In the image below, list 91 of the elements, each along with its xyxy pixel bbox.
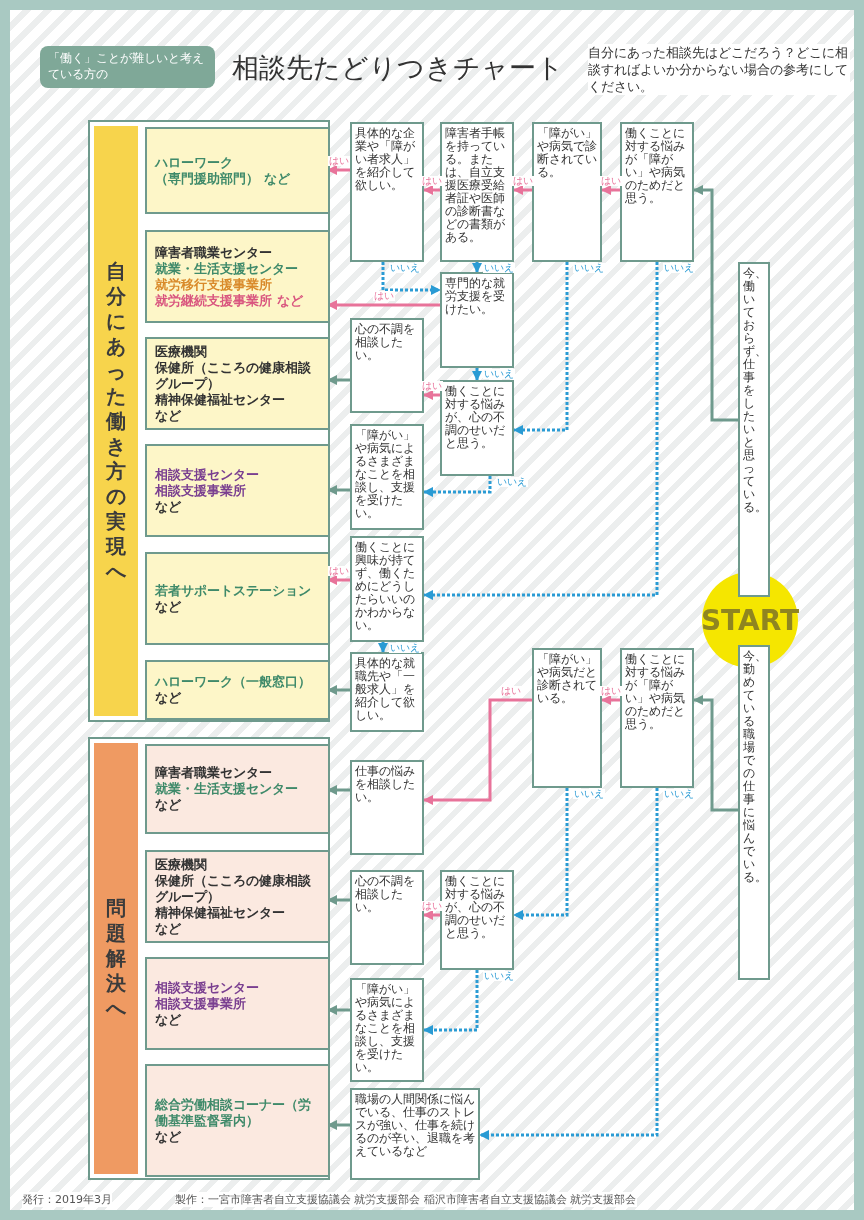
organization-name: 医療機関 [155, 343, 208, 360]
organization-name: 相談支援事業所 [155, 482, 247, 499]
consultation-box [145, 444, 330, 537]
question-box: 具体的な就職先や「一般求人」を紹介して欲しい。 [350, 652, 424, 732]
arrow [471, 368, 483, 382]
consultation-box [145, 850, 330, 943]
organization-name: 医療機関 [155, 856, 208, 873]
edge-label: いいえ [389, 643, 421, 653]
category-heading: 自分にあった働き方の実現へ [105, 258, 127, 584]
question-box: 仕事の悩みを相談したい。 [350, 760, 424, 855]
question-box: 今、勤めている職場での仕事に悩んでいる。 [738, 645, 770, 980]
organization-name: ハローワーク（一般窓口） [155, 674, 312, 690]
consultation-box [145, 957, 330, 1050]
edge-label: はい [328, 566, 350, 576]
question-box: 働くことに対する悩みが、心の不調のせいだと思う。 [440, 870, 514, 970]
question-box: 「障がい」や病気によるさまざまなことを相談し、支援を受けたい。 [350, 424, 424, 530]
organization-name: （専門援助部門） など [155, 170, 291, 187]
speech-bubble: 「働く」ことが難しいと考えている方の [40, 46, 215, 88]
organization-name: 就業・生活支援センター [155, 781, 299, 797]
category-heading: 問題解決へ [105, 896, 127, 1021]
organization-name: など [155, 797, 182, 813]
footer-text: 発行：2019年3月 [22, 1192, 112, 1207]
footer-text: 製作：一宮市障害者自立支援協議会 就労支援部会 稲沢市障害者自立支援協議会 就労支援部会 [175, 1192, 637, 1207]
consultation-box [145, 744, 330, 834]
edge-label: いいえ [389, 263, 421, 273]
organization-name: 相談支援事業所 [155, 995, 247, 1012]
edge-label: はい [328, 156, 350, 166]
organization-name: 就労継続支援事業所 など [155, 292, 304, 309]
question-box: 働くことに対する悩みが「障がい」や病気のためだと思う。 [620, 648, 694, 788]
organization-name: 保健所（こころの健康相談グループ） [155, 872, 312, 905]
organization-name: 保健所（こころの健康相談グループ） [155, 359, 312, 392]
arrow [381, 262, 442, 296]
edge-label: いいえ [663, 263, 695, 273]
edge-label: はい [373, 291, 395, 301]
edge-label: はい [421, 176, 443, 186]
question-box: 「障がい」や病気によるさまざまなことを相談し、支援を受けたい。 [350, 978, 424, 1082]
organization-name: 相談支援センター [155, 466, 260, 483]
question-box: 働くことに対する悩みが、心の不調のせいだと思う。 [440, 380, 514, 476]
question-box: 心の不調を相談したい。 [350, 870, 424, 965]
edge-label: いいえ [573, 263, 605, 273]
organization-name: 精神保健福祉センター [155, 904, 286, 921]
organization-name: など [155, 498, 182, 515]
question-box: 心の不調を相談したい。 [350, 318, 424, 413]
chart-title: 相談先たどりつきチャート [232, 51, 564, 85]
note-text: 自分にあった相談先はどこだろう？どこに相談すればよいか分からない場合の参考にしてください。 [588, 44, 850, 95]
edge-label: いいえ [496, 477, 528, 487]
organization-name: など [155, 598, 182, 615]
organization-name: など [155, 1011, 182, 1028]
organization-name: 就業・生活支援センター [155, 260, 299, 277]
question-box: 今、働いておらず、仕事をしたいと思っている。 [738, 262, 770, 597]
consultation-box [145, 230, 330, 323]
edge-label: はい [500, 686, 522, 696]
category-panel [88, 120, 330, 722]
organization-name: 就労移行支援事業所 [155, 276, 273, 293]
consultation-box [145, 337, 330, 430]
organization-name: 障害者職業センター [155, 765, 273, 781]
edge-label: いいえ [663, 789, 695, 799]
consultation-box [145, 660, 330, 720]
question-box: 「障がい」や病気で診断されている。 [532, 122, 602, 262]
question-box: 専門的な就労支援を受けたい。 [440, 272, 514, 368]
organization-name: 精神保健福祉センター [155, 391, 286, 408]
question-box: 具体的な企業や「障がい者求人」を紹介して欲しい。 [350, 122, 424, 262]
consultation-box [145, 1064, 330, 1177]
edge-label: はい [600, 176, 622, 186]
edge-label: はい [512, 176, 534, 186]
organization-name: 相談支援センター [155, 979, 260, 996]
organization-name: 若者サポートステーション [155, 582, 312, 599]
consultation-box [145, 127, 330, 214]
edge-label: いいえ [573, 789, 605, 799]
consultation-box [145, 552, 330, 645]
edge-label: はい [600, 686, 622, 696]
organization-name: など [155, 920, 182, 937]
organization-name: など [155, 1128, 182, 1145]
question-box: 「障がい」や病気だと診断されている。 [532, 648, 602, 788]
organization-name: など [155, 690, 182, 706]
question-box: 働くことに興味が持てず、働くためにどうしたらいいのかわからない。 [350, 536, 424, 642]
edge-label: いいえ [483, 263, 515, 273]
edge-label: はい [421, 901, 443, 911]
edge-label: はい [421, 381, 443, 391]
edge-label: いいえ [483, 369, 515, 379]
category-panel [88, 737, 330, 1180]
organization-name: 総合労働相談コーナー（労働基準監督署内） [155, 1096, 312, 1129]
edge-label: いいえ [483, 971, 515, 981]
organization-name: 障害者職業センター [155, 244, 273, 261]
organization-name: など [155, 407, 182, 424]
arrow [471, 262, 483, 274]
organization-name: ハローワーク [155, 154, 234, 171]
arrow [377, 642, 389, 654]
question-box: 職場の人間関係に悩んでいる、仕事のストレスが強い、仕事を続けるのが辛い、退職を考えているなど [350, 1088, 480, 1180]
question-box: 障害者手帳を持っている。または、自立支援医療受給者証や医師の診断書などの書類がある。 [440, 122, 514, 262]
question-box: 働くことに対する悩みが「障がい」や病気のためだと思う。 [620, 122, 694, 262]
